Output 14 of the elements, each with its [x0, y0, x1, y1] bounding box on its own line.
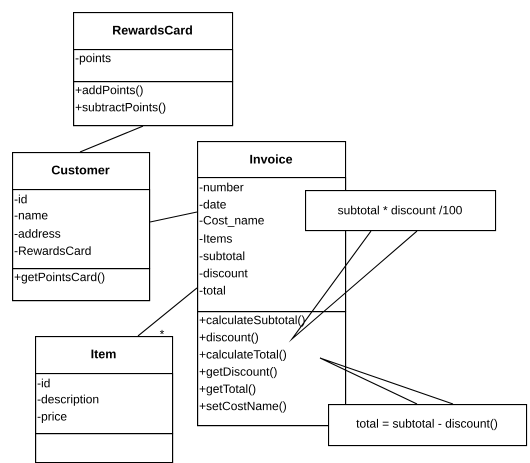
- empty-compartment: [35, 432, 174, 463]
- callout-wedge: [288, 230, 418, 343]
- compartment: +getPointsCard(): [12, 268, 150, 302]
- compartment: -id -description -price: [35, 372, 174, 434]
- association-line: [138, 288, 198, 336]
- note-box: subtotal * discount /100: [305, 190, 496, 232]
- multiplicity-label: *: [160, 330, 164, 334]
- note-box: total = subtotal - discount(): [328, 404, 528, 446]
- association-line: [150, 211, 198, 223]
- compartment: +addPoints() +subtractPoints(): [73, 81, 234, 126]
- compartment: +calculateSubtotal() +discount() +calculateTotal() +getDiscount() +getTotal() +setCostName(): [197, 310, 346, 426]
- compartment: -points: [73, 49, 234, 82]
- compartment: -id -name -address -RewardsCard: [12, 188, 150, 270]
- association-line: [80, 126, 144, 152]
